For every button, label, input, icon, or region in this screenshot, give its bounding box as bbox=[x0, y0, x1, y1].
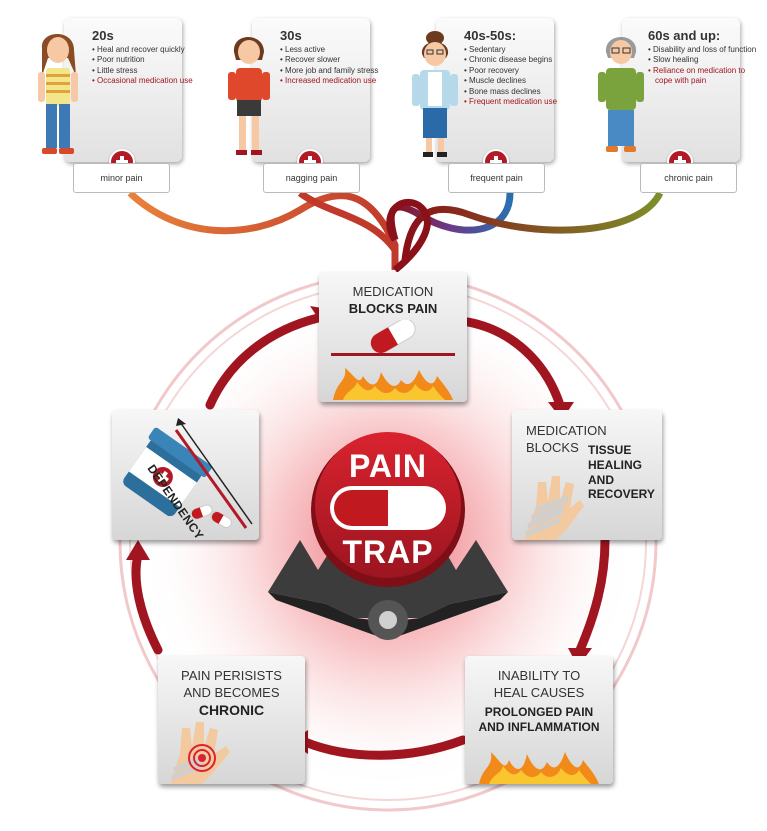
cycle-arrows bbox=[131, 313, 610, 760]
age-item: Sedentary bbox=[464, 45, 576, 55]
box-dependency: DEPENDENCY bbox=[112, 410, 259, 540]
pill-bottle-icon bbox=[123, 418, 253, 529]
age-item: Muscle declines bbox=[464, 76, 576, 86]
age-list: Sedentary Chronic disease begins Poor re… bbox=[464, 45, 576, 107]
age-item: Poor nutrition bbox=[92, 55, 204, 65]
pain-target-icon bbox=[170, 722, 230, 784]
box-text-light: MEDICATION bbox=[526, 423, 607, 438]
person-60s-icon bbox=[598, 37, 644, 152]
age-item: Bone mass declines bbox=[464, 87, 576, 97]
box-pain-persists: PAIN PERISISTS AND BECOMES CHRONIC bbox=[158, 656, 305, 784]
person-20s-icon bbox=[38, 34, 78, 154]
rope-60s bbox=[401, 191, 664, 261]
age-title: 20s bbox=[92, 28, 114, 43]
box-blocks-pain: MEDICATION BLOCKS PAIN bbox=[319, 272, 467, 402]
age-item: Recover slower bbox=[280, 55, 392, 65]
pill-fire-icon bbox=[331, 320, 455, 400]
person-30s-icon bbox=[228, 37, 270, 155]
box-text-bold: AND bbox=[588, 473, 614, 487]
bandaged-hand-icon bbox=[524, 476, 584, 540]
age-item: Little stress bbox=[92, 66, 204, 76]
pain-label-frequent: frequent pain bbox=[448, 163, 545, 193]
age-item-highlight: Frequent medication use bbox=[464, 97, 576, 107]
box-text-light: MEDICATION bbox=[352, 284, 434, 299]
rope-30s bbox=[297, 190, 398, 253]
box-text-light: HEAL CAUSES bbox=[493, 685, 585, 700]
rope-knot bbox=[386, 199, 431, 273]
pain-label-nagging: nagging pain bbox=[263, 163, 360, 193]
age-list: Heal and recover quickly Poor nutrition … bbox=[92, 45, 204, 87]
age-item-highlight: Reliance on medication to cope with pain bbox=[648, 66, 760, 87]
age-item: Poor recovery bbox=[464, 66, 576, 76]
age-item: More job and family stress bbox=[280, 66, 392, 76]
box-text-bold: BLOCKS PAIN bbox=[348, 301, 438, 316]
box-blocks-healing: MEDICATION BLOCKS TISSUE HEALING AND REC… bbox=[512, 410, 662, 540]
age-item: Disability and loss of function bbox=[648, 45, 760, 55]
person-40s-icon bbox=[412, 31, 458, 157]
pain-trap-title-line1: PAIN bbox=[348, 448, 428, 484]
age-item: Chronic disease begins bbox=[464, 55, 576, 65]
box-text-light: BLOCKS bbox=[526, 440, 579, 455]
box-text-bold: PROLONGED PAIN bbox=[484, 705, 594, 719]
age-list: Less active Recover slower More job and … bbox=[280, 45, 392, 87]
pain-trap-title-line2: TRAP bbox=[342, 534, 434, 570]
box-text-bold: CHRONIC bbox=[198, 702, 265, 718]
box-text-bold: AND INFLAMMATION bbox=[478, 720, 600, 734]
age-item: Less active bbox=[280, 45, 392, 55]
pain-label-chronic: chronic pain bbox=[640, 163, 737, 193]
age-item: Heal and recover quickly bbox=[92, 45, 204, 55]
age-title: 30s bbox=[280, 28, 302, 43]
box-inability-to-heal: INABILITY TO HEAL CAUSES PROLONGED PAIN … bbox=[465, 656, 613, 784]
age-list: Disability and loss of function Slow hea… bbox=[648, 45, 760, 87]
rope-20s bbox=[127, 190, 399, 270]
box-text-light: INABILITY TO bbox=[497, 668, 581, 683]
age-item-highlight: Occasional medication use bbox=[92, 76, 204, 86]
pain-label-minor: minor pain bbox=[73, 163, 170, 193]
box-text-light: PAIN PERISISTS bbox=[181, 668, 282, 683]
age-title: 40s-50s: bbox=[464, 28, 517, 43]
box-text-bold: HEALING bbox=[588, 458, 642, 472]
age-title: 60s and up: bbox=[648, 28, 721, 43]
box-text-bold: TISSUE bbox=[588, 443, 632, 457]
age-item: Slow healing bbox=[648, 55, 760, 65]
age-card-30s: 30s Less active Recover slower More job … bbox=[252, 18, 378, 175]
box-text-light: AND BECOMES bbox=[183, 685, 280, 700]
fire-icon bbox=[479, 752, 599, 784]
box-text-bold: RECOVERY bbox=[588, 487, 655, 501]
pill-icon bbox=[330, 486, 446, 530]
age-item-highlight: Increased medication use bbox=[280, 76, 392, 86]
